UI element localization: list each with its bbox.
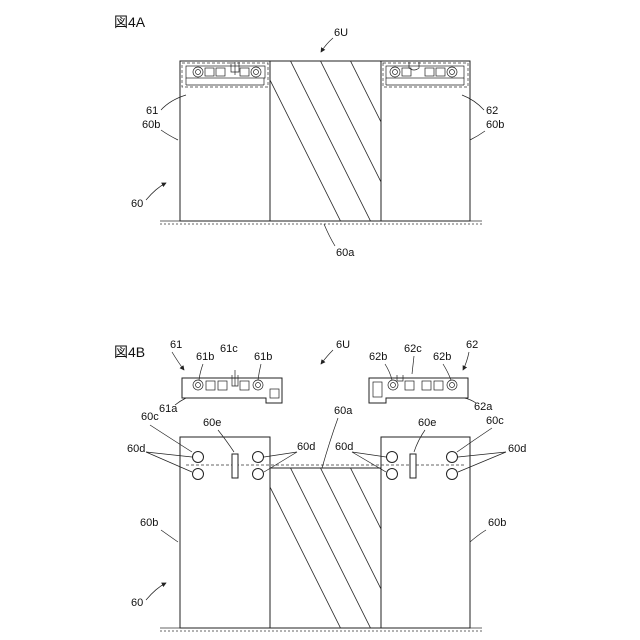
label-60e-right-4b: 60e — [418, 417, 436, 429]
figure-4b: 図4B — [114, 339, 526, 640]
label-61b-left-4b: 61b — [196, 351, 214, 363]
hole-60d — [447, 469, 458, 480]
label-62-4b: 62 — [466, 339, 478, 351]
label-6u-4a: 6U — [334, 27, 348, 39]
slot-60e — [232, 454, 238, 478]
label-60c-right-4b: 60c — [486, 415, 504, 427]
hole-60d — [447, 452, 458, 463]
bolt-icon — [388, 380, 398, 390]
hole-60d — [253, 469, 264, 480]
label-62-4a: 62 — [486, 105, 498, 117]
figure-4b-fixture-62 — [369, 375, 468, 403]
figure-4a: 図4A — [114, 14, 504, 259]
label-60b-left-4a: 60b — [142, 119, 160, 131]
bolt-icon — [447, 380, 457, 390]
figure-4a-fixture-62 — [383, 62, 468, 87]
label-62b-right-4b: 62b — [433, 351, 451, 363]
label-61-4a: 61 — [146, 105, 158, 117]
bolt-icon — [253, 380, 263, 390]
hole-60d — [193, 452, 204, 463]
label-61-4b: 61 — [170, 339, 182, 351]
label-60a-4b: 60a — [334, 405, 353, 417]
label-60e-left-4b: 60e — [203, 417, 221, 429]
label-62a-4b: 62a — [474, 401, 493, 413]
slot-60e — [410, 454, 416, 478]
hole-60d — [253, 452, 264, 463]
label-62b-left-4b: 62b — [369, 351, 387, 363]
figure-4a-center-hatching — [250, 40, 470, 240]
figure-4b-right-holes — [387, 452, 458, 480]
figure-4b-base-body — [180, 437, 470, 628]
label-6u-4b: 6U — [336, 339, 350, 351]
figure-4b-left-holes — [193, 452, 264, 480]
bolt-icon — [193, 380, 203, 390]
label-61c-4b: 61c — [220, 343, 238, 355]
hole-60d — [387, 452, 398, 463]
label-60a-4a: 60a — [336, 247, 355, 259]
label-60d-3: 60d — [335, 441, 353, 453]
bolt-icon — [447, 67, 457, 77]
bolt-icon — [251, 67, 261, 77]
label-60c-left-4b: 60c — [141, 411, 159, 423]
label-60b-right-4a: 60b — [486, 119, 504, 131]
hole-60d — [387, 469, 398, 480]
figure-4a-title: 図4A — [114, 14, 146, 30]
label-60d-4: 60d — [508, 443, 526, 455]
figure-4b-title: 図4B — [114, 344, 145, 360]
label-60d-1: 60d — [127, 443, 145, 455]
label-60-4b: 60 — [131, 597, 143, 609]
label-60d-2: 60d — [297, 441, 315, 453]
bolt-icon — [390, 67, 400, 77]
figure-4a-fixture-61 — [182, 62, 268, 87]
label-60-4a: 60 — [131, 198, 143, 210]
label-61b-right-4b: 61b — [254, 351, 272, 363]
figure-4b-fixture-61 — [182, 370, 282, 403]
hole-60d — [193, 469, 204, 480]
bolt-icon — [193, 67, 203, 77]
label-60b-right-4b: 60b — [488, 517, 506, 529]
label-62c-4b: 62c — [404, 343, 422, 355]
label-60b-left-4b: 60b — [140, 517, 158, 529]
figure-4b-center-hatching — [250, 447, 470, 640]
